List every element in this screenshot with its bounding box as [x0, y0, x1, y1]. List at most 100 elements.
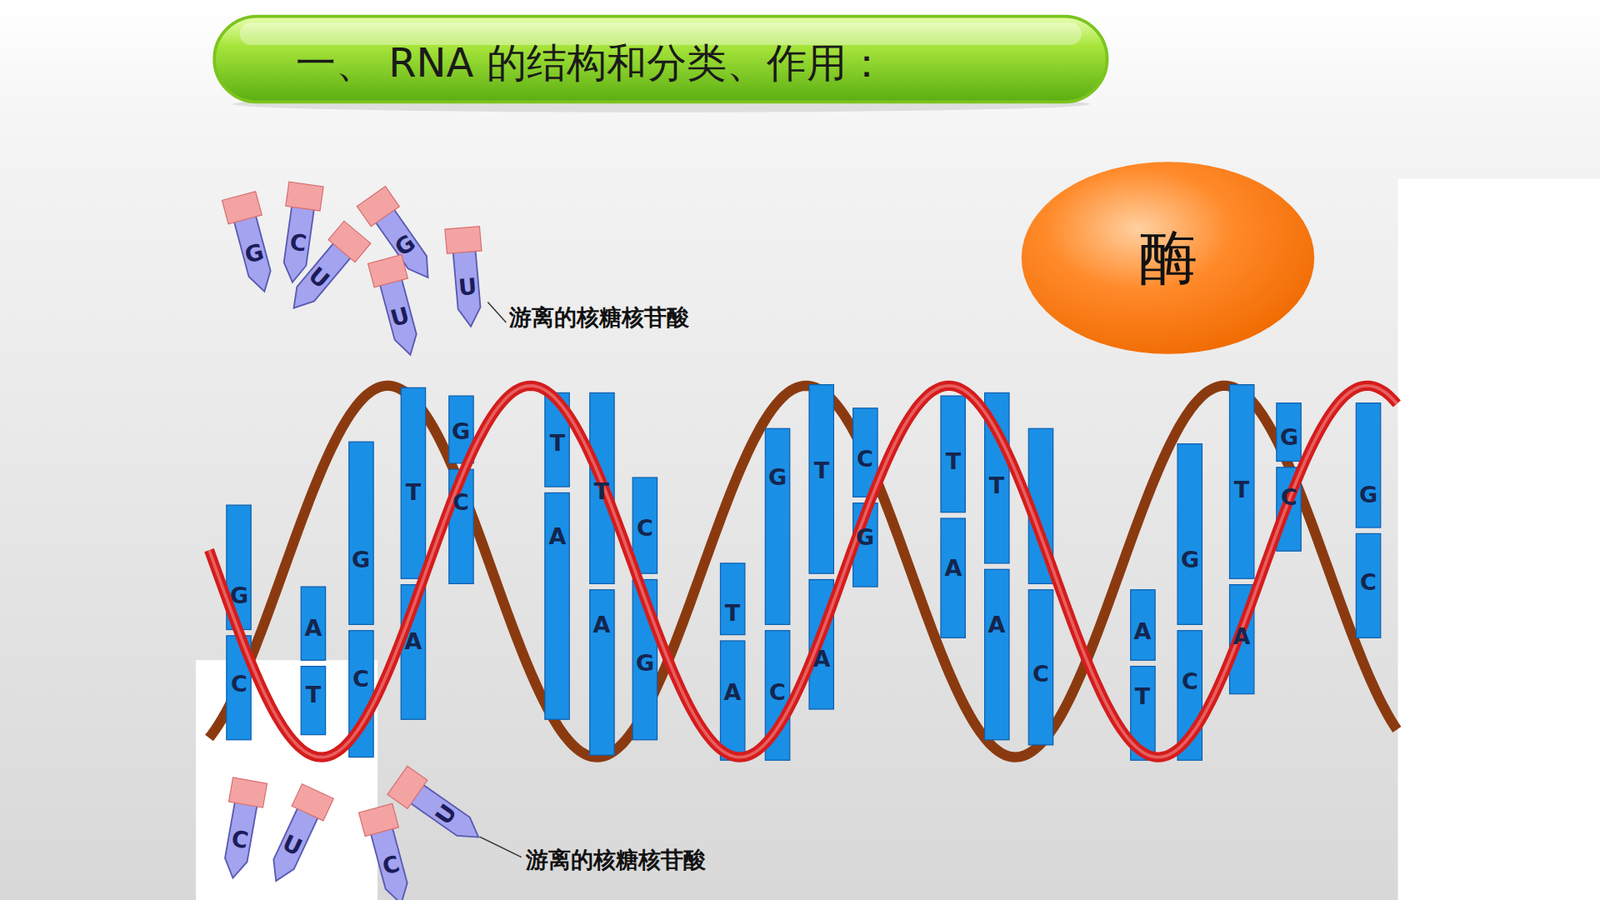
base-letter: G: [230, 584, 249, 607]
nucleotide-symbol: [368, 255, 428, 360]
nucleotide-sugar: [285, 181, 324, 211]
nucleotide-base: [410, 785, 485, 847]
base-letter: C: [452, 490, 470, 514]
base-bar: [1230, 385, 1255, 580]
base-bar: [985, 569, 1010, 740]
base-letter: C: [769, 680, 786, 704]
base-letter: A: [593, 613, 611, 636]
nucleotide-symbol: [445, 226, 489, 329]
nucleotide-symbol: [260, 784, 334, 889]
base-letter: G: [1180, 548, 1200, 571]
title-banner: [214, 16, 1107, 103]
slide-title: 一、 RNA 的结构和分类、作用：: [295, 39, 887, 88]
free-nucleotides: [215, 181, 489, 900]
nucleotide-sugar: [328, 220, 371, 262]
nucleotide-symbol: [215, 777, 268, 881]
base-bar: [1177, 444, 1202, 625]
base-letter: T: [814, 459, 830, 482]
base-bar: [300, 586, 325, 660]
nucleotide-symbol: [280, 220, 371, 320]
base-letter: T: [989, 474, 1005, 497]
base-bar: [349, 441, 374, 625]
nucleotide-symbol: [356, 186, 442, 288]
nucleotide-base: [265, 807, 319, 886]
nucleotide-letter: U: [457, 275, 478, 300]
base-letter: C: [1280, 485, 1298, 509]
base-letter: C: [1032, 662, 1050, 685]
enzyme-label: 酶: [1139, 219, 1198, 298]
leader-line: [480, 836, 522, 857]
callout-label: 游离的核糖核苷酸: [509, 304, 690, 331]
nucleotide-sugar: [356, 186, 400, 227]
base-letter: T: [550, 431, 565, 455]
base-letter: A: [305, 616, 323, 640]
base-bar: [590, 392, 615, 584]
nucleotide-base: [453, 250, 483, 328]
strand-highlight: [209, 385, 1397, 758]
base-bar: [720, 640, 745, 760]
base-letter: C: [856, 447, 874, 470]
base-letter: A: [724, 680, 742, 704]
nucleotide-base: [285, 243, 351, 316]
base-letter: A: [945, 556, 963, 580]
nucleotide-base: [234, 215, 275, 295]
base-letter: G: [351, 548, 370, 571]
base-letter: A: [549, 525, 567, 548]
base-bar: [1276, 403, 1301, 462]
base-letter: G: [635, 651, 655, 675]
base-letter: T: [945, 450, 961, 473]
base-bar: [545, 492, 570, 720]
nucleotide-letter: C: [288, 230, 308, 255]
base-letter: T: [1234, 478, 1250, 501]
base-letter: T: [594, 480, 610, 503]
enzyme-shape: [1021, 161, 1315, 355]
base-letter: G: [768, 465, 787, 489]
nucleotide-symbol: [359, 803, 419, 900]
callout-label: 游离的核糖核苷酸: [525, 846, 706, 874]
base-letter: T: [405, 480, 421, 504]
enzyme-ellipse: 酶: [1020, 160, 1316, 355]
nucleotide-symbol: [221, 191, 281, 297]
base-bar: [1355, 403, 1380, 528]
nucleotide-base: [221, 801, 257, 880]
base-letter: G: [451, 420, 470, 443]
base-letter: T: [305, 683, 321, 706]
base-letter: A: [988, 613, 1006, 636]
leader-line: [487, 301, 506, 322]
base-bar: [765, 428, 790, 625]
base-bar: [400, 387, 425, 579]
enzyme-container: 酶: [1020, 160, 1316, 355]
nucleotide-sugar: [387, 765, 428, 809]
base-letter: G: [1359, 483, 1378, 506]
base-letter: T: [1135, 685, 1150, 708]
base-bar: [632, 477, 657, 574]
base-letter: G: [1280, 425, 1299, 449]
nucleotide-sugar: [359, 803, 400, 836]
base-letter: T: [725, 601, 740, 625]
base-bar: [1028, 590, 1053, 745]
base-bar: [1130, 590, 1155, 660]
nucleotide-sugar: [228, 777, 267, 808]
base-letter: G: [855, 525, 875, 549]
base-letter: A: [813, 647, 831, 670]
base-bar: [809, 385, 834, 575]
nucleotide-sugar: [368, 255, 409, 288]
base-bar: [720, 563, 745, 635]
base-bar: [1355, 533, 1380, 638]
dna-strand: [209, 385, 1397, 758]
base-bar: [590, 590, 615, 755]
base-letter: C: [352, 667, 370, 690]
base-letter: C: [1360, 570, 1377, 594]
base-bar: [940, 518, 965, 638]
base-letter: A: [1233, 625, 1251, 648]
base-letter: C: [1181, 670, 1199, 693]
nucleotide-base: [370, 827, 412, 900]
nucleotide-symbol: [387, 765, 489, 851]
dna-strand: [209, 385, 1397, 758]
dna-helix: [209, 385, 1397, 761]
base-letter: A: [1134, 620, 1152, 643]
nucleotide-sugar: [291, 784, 334, 821]
